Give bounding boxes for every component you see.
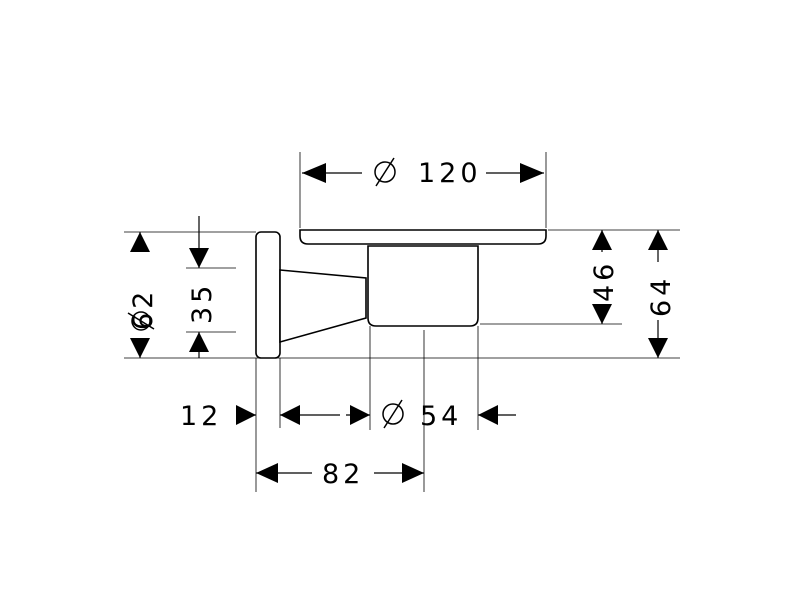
arrow-down <box>130 338 150 358</box>
diameter-symbol-icon <box>382 399 404 429</box>
holder-diameter-value: 54 <box>420 401 462 432</box>
extension-lines <box>124 152 680 492</box>
support-arm <box>279 269 367 344</box>
arrow-right <box>236 405 256 425</box>
arrow-up <box>130 232 150 252</box>
total-height-value: 64 <box>646 275 677 317</box>
dimension-total-height: 64 <box>646 230 677 358</box>
arrow-down <box>189 248 209 268</box>
arrow-left <box>302 163 326 183</box>
arrow-left <box>256 463 278 483</box>
arrow-left <box>280 405 300 425</box>
dish <box>299 229 547 245</box>
arrow-up <box>189 332 209 352</box>
wall-plate <box>255 231 281 359</box>
plate-thickness-value: 12 <box>180 401 222 432</box>
dimension-plate-thickness: 12 <box>180 401 340 432</box>
holder-cylinder <box>367 245 479 327</box>
dimension-dish-diameter: 120 <box>302 157 544 189</box>
dish-diameter-value: 120 <box>418 158 482 189</box>
diameter-symbol-icon <box>127 311 155 331</box>
holder-height-value: 46 <box>589 260 620 302</box>
arrow-right <box>350 405 370 425</box>
dimension-holder-diameter: 54 <box>346 399 516 432</box>
arrow-right <box>520 163 544 183</box>
arrow-right <box>402 463 424 483</box>
dimension-total-depth: 82 <box>256 459 424 490</box>
dimension-holder-height: 46 <box>589 230 620 324</box>
soap-dish-part <box>255 229 547 359</box>
dimension-arm-height: 35 <box>187 216 218 358</box>
arrow-down <box>592 304 612 324</box>
dimension-plate-diameter: 62 <box>127 232 159 358</box>
arm-height-value: 35 <box>187 282 218 324</box>
arrow-left <box>478 405 498 425</box>
arrow-up <box>592 230 612 250</box>
arrow-up <box>648 230 668 250</box>
total-depth-value: 82 <box>322 459 364 490</box>
diameter-symbol-icon <box>374 157 396 187</box>
arrow-down <box>648 338 668 358</box>
